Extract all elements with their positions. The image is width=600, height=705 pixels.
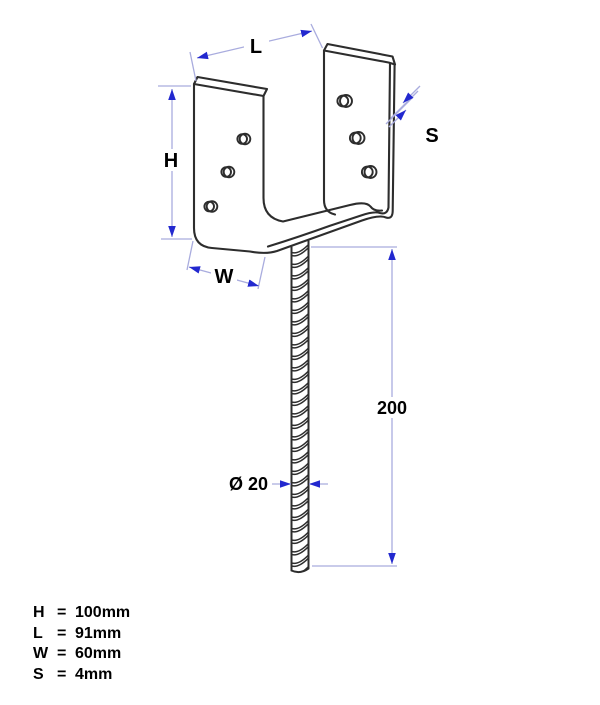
h-label: H bbox=[164, 150, 178, 172]
legend-value: 91mm bbox=[75, 624, 122, 642]
rebar-rod bbox=[290, 240, 310, 574]
bolt-hole bbox=[236, 132, 252, 146]
legend-value: 100mm bbox=[75, 604, 131, 621]
dim-l-ext-left bbox=[189, 51, 197, 82]
legend-row: L = 91mm bbox=[33, 624, 130, 645]
legend-row: W = 60mm bbox=[33, 644, 130, 665]
bolt-hole bbox=[220, 165, 236, 179]
legend-equals: = bbox=[57, 645, 67, 662]
bolt-holes bbox=[203, 94, 378, 213]
legend-value: 4mm bbox=[75, 665, 113, 683]
w-label: W bbox=[215, 266, 234, 288]
right-plate-top-face bbox=[322, 42, 397, 66]
dim-w-ext-left bbox=[186, 240, 194, 271]
l-label: L bbox=[250, 36, 262, 58]
web-inner-line bbox=[266, 61, 392, 248]
rod-diameter-label: Ø 20 bbox=[229, 474, 268, 494]
dim-s-arrow-bottom bbox=[388, 109, 407, 128]
legend-equals: = bbox=[57, 624, 67, 642]
bolt-hole bbox=[336, 94, 353, 108]
rod-bottom-edge bbox=[290, 567, 310, 574]
dim-s-arrow-top bbox=[402, 85, 421, 104]
legend-symbol: H bbox=[33, 604, 45, 621]
legend-row: H = 100mm bbox=[33, 603, 130, 624]
left-plate-top-face bbox=[192, 75, 269, 98]
u-bracket bbox=[192, 42, 397, 254]
rod-ribs bbox=[291, 241, 309, 573]
bracket-inner-edge bbox=[262, 94, 384, 223]
legend-value: 60mm bbox=[75, 645, 122, 662]
legend-symbol: L bbox=[33, 624, 43, 642]
legend-equals: = bbox=[57, 604, 67, 621]
legend-equals: = bbox=[57, 665, 67, 683]
legend-symbol: W bbox=[33, 645, 49, 662]
s-label: S bbox=[425, 125, 438, 147]
legend: H = 100mm L = 91mm W = 60mm S = 4mm bbox=[33, 603, 130, 685]
label-backgrounds bbox=[161, 34, 411, 418]
bolt-hole bbox=[360, 165, 378, 179]
bracket-silhouette bbox=[192, 63, 396, 254]
right-plate-inner-left-edge bbox=[322, 49, 337, 216]
rod-length-label: 200 bbox=[377, 398, 407, 418]
dim-l-ext-right bbox=[310, 23, 324, 49]
legend-symbol: S bbox=[33, 665, 44, 683]
dim-w-ext-right bbox=[257, 256, 266, 290]
legend-row: S = 4mm bbox=[33, 665, 130, 686]
bolt-hole bbox=[348, 131, 366, 145]
dimensions bbox=[158, 23, 421, 567]
bolt-hole bbox=[203, 200, 219, 213]
dim-s-tick-outer bbox=[390, 90, 419, 119]
